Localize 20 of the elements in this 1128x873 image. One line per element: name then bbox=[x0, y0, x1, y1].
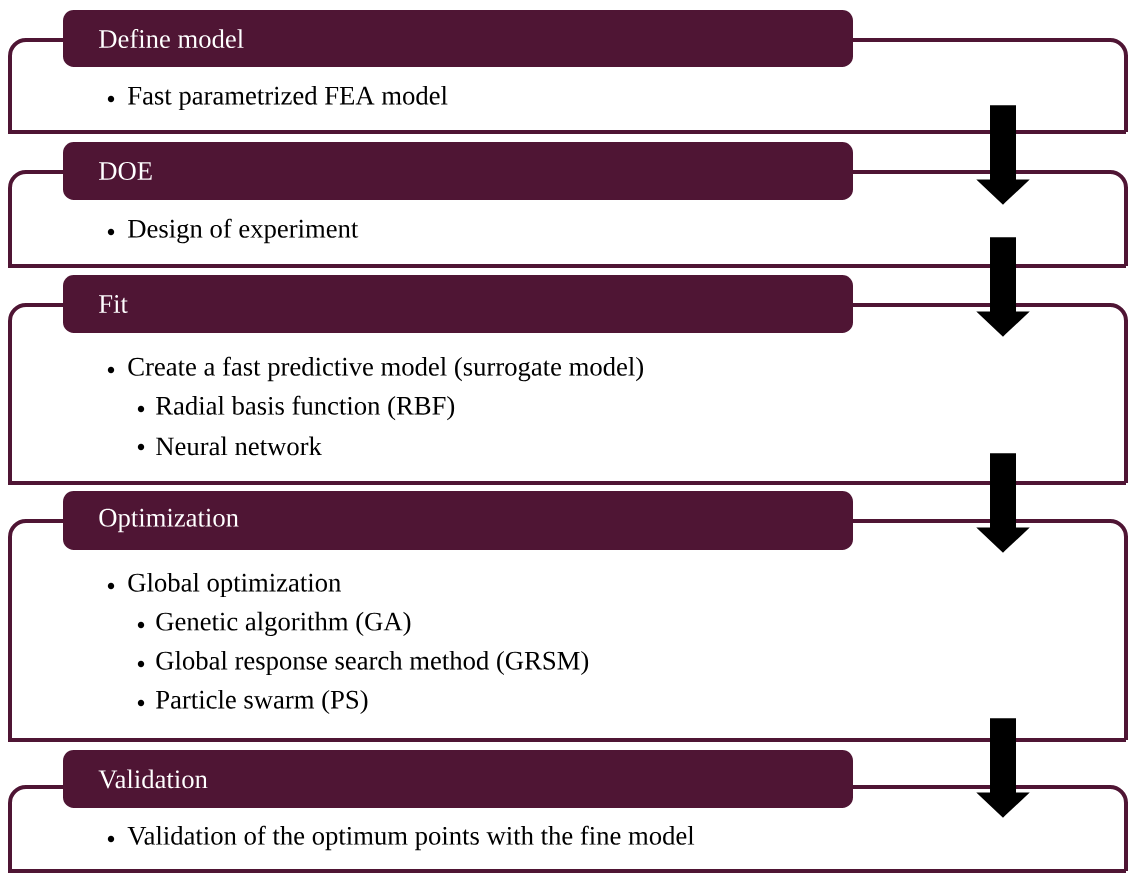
bullet-text: Fast parametrized FEA model bbox=[128, 85, 448, 111]
stage-panel bbox=[8, 750, 1128, 873]
stage-panel bbox=[8, 275, 1128, 485]
header-tab: DOE bbox=[63, 142, 853, 200]
bullet-text: Radial basis function (RBF) bbox=[156, 395, 455, 421]
stage-panel bbox=[8, 491, 1128, 742]
bullet-text: Validation of the optimum points with the fine model bbox=[127, 825, 695, 851]
header-tab: Optimization bbox=[63, 491, 853, 550]
bullet-text: Global optimization bbox=[128, 572, 341, 598]
bullet-text: Neural network bbox=[156, 436, 322, 456]
bullet-text: Genetic algorithm (GA) bbox=[156, 611, 411, 637]
bullet-text: Particle swarm (PS) bbox=[156, 689, 368, 715]
bullet-text: Create a fast predictive model (surrogate model) bbox=[128, 356, 643, 382]
bullet-text: Global response search method (GRSM) bbox=[156, 650, 589, 676]
bullet-text: Design of experiment bbox=[128, 218, 359, 244]
stage-panel bbox=[8, 142, 1128, 268]
header-tab: Define model bbox=[63, 10, 853, 67]
header-tab: Fit bbox=[63, 275, 853, 333]
stage-panel bbox=[8, 10, 1128, 134]
header-tab: Validation bbox=[63, 750, 853, 808]
